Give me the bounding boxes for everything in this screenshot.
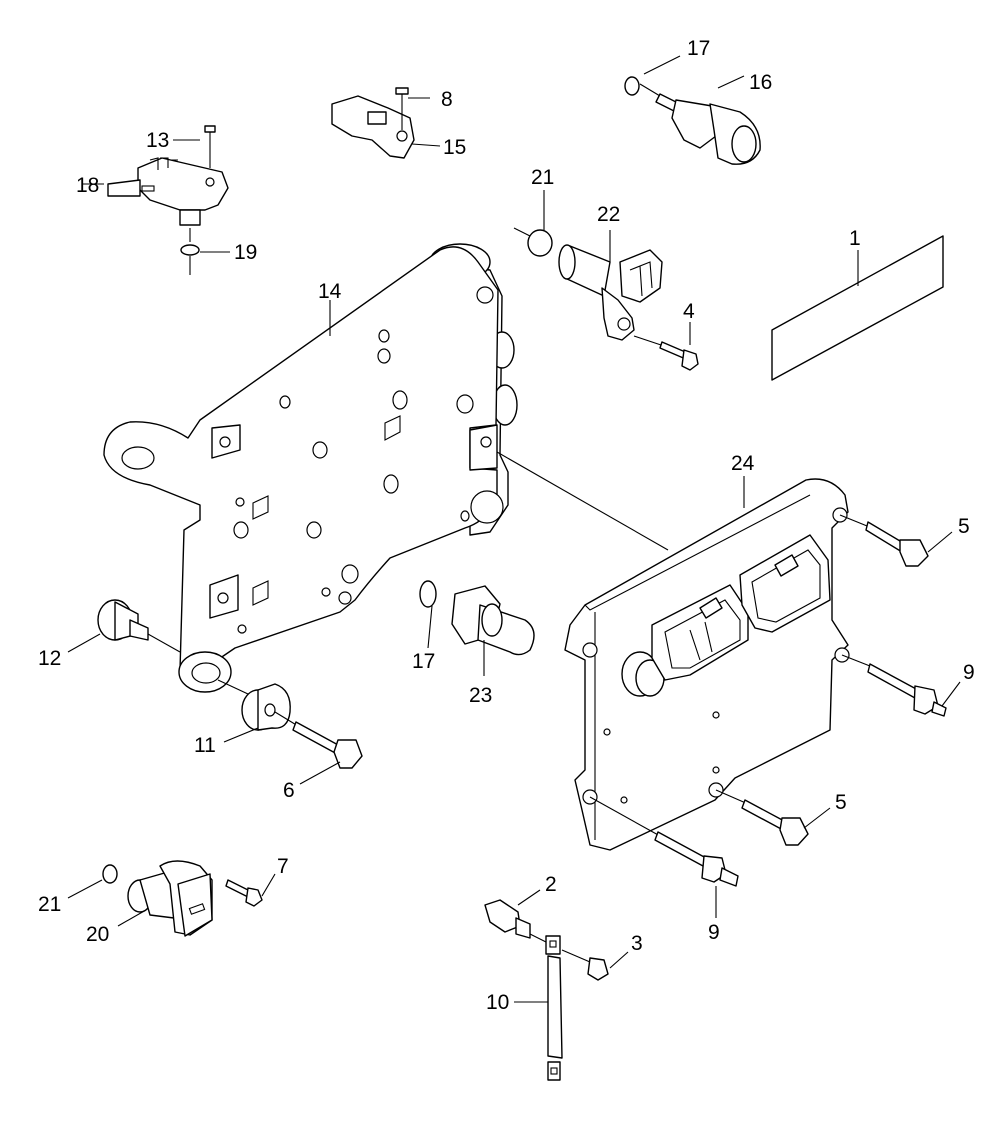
callout-12: 12	[38, 647, 61, 670]
callout-21-lower: 21	[38, 893, 61, 916]
callout-24: 24	[731, 452, 755, 475]
bolt-5-lower	[715, 789, 809, 846]
callout-11: 11	[194, 734, 216, 757]
bolt-9-upper	[841, 654, 947, 717]
callout-20: 20	[86, 923, 109, 946]
spacer-11	[217, 679, 291, 731]
sensor-15	[331, 87, 415, 159]
callout-23: 23	[469, 684, 492, 707]
ground-strap-10	[484, 899, 609, 1081]
callout-5-lower: 5	[835, 791, 847, 814]
callout-14: 14	[318, 280, 342, 303]
callout-1: 1	[849, 227, 861, 250]
sensor-22	[513, 227, 699, 371]
bolt-9-lower	[589, 796, 739, 887]
callout-17-lower: 17	[412, 650, 435, 673]
callout-15: 15	[443, 136, 466, 159]
ecm-module-24	[496, 451, 850, 851]
callout-10: 10	[486, 991, 509, 1014]
callout-21-upper: 21	[531, 166, 554, 189]
callout-4: 4	[683, 300, 695, 323]
callout-3: 3	[631, 932, 643, 955]
bolt-6	[274, 711, 363, 769]
stud-12	[97, 599, 181, 653]
callout-9-upper: 9	[963, 661, 975, 684]
callout-17-upper: 17	[687, 37, 710, 60]
callout-18: 18	[76, 174, 99, 197]
callout-19: 19	[234, 241, 257, 264]
label-plate-1	[771, 235, 944, 381]
bolt-5-upper	[839, 514, 929, 567]
sensor-16	[624, 76, 761, 165]
callout-6: 6	[283, 779, 295, 802]
callout-5-upper: 5	[958, 515, 970, 538]
callout-leaders	[67, 55, 961, 1003]
sensor-18	[107, 125, 229, 275]
callout-22: 22	[597, 203, 620, 226]
callout-9-lower: 9	[708, 921, 720, 944]
callout-13: 13	[146, 129, 169, 152]
callout-7: 7	[277, 855, 289, 878]
mounting-bracket-14	[103, 243, 518, 693]
sensor-23	[419, 580, 535, 656]
callout-2: 2	[545, 873, 557, 896]
callout-16: 16	[749, 71, 772, 94]
callout-numbers: 1 2 3 4 5 5 6 7 8 9 9 10 11 12 13 14 15 …	[38, 37, 975, 1014]
sensor-20	[102, 860, 263, 937]
callout-8: 8	[441, 88, 453, 111]
